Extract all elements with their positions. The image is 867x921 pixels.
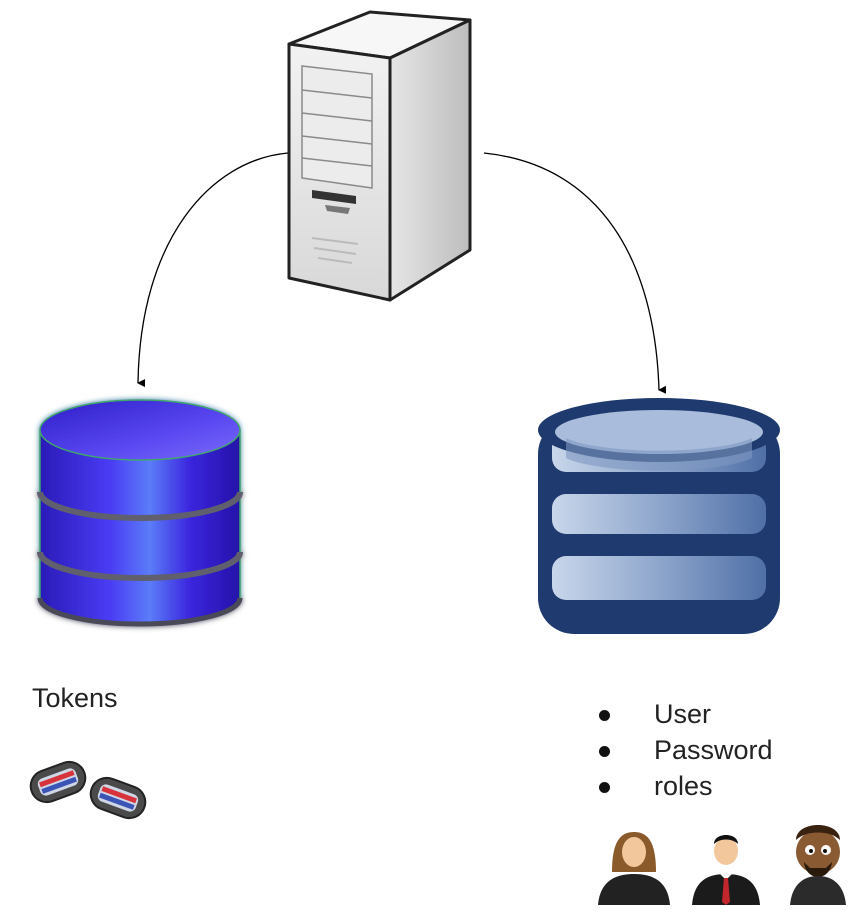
token-keyfob-icon (29, 760, 147, 820)
user-businessman-icon (692, 835, 760, 905)
connector-server-to-token-db (137, 152, 289, 388)
user-woman-icon (598, 832, 670, 905)
token-database-icon (37, 399, 243, 627)
list-item: roles (596, 769, 773, 805)
user-database-icon (538, 398, 780, 634)
list-item: User (596, 697, 773, 733)
user-bearded-icon (790, 825, 846, 905)
user-store-fields: User Password roles (596, 697, 773, 805)
list-item: Password (596, 733, 773, 769)
tokens-label: Tokens (32, 683, 118, 713)
server-icon (287, 10, 472, 302)
connector-server-to-user-db (483, 152, 667, 394)
